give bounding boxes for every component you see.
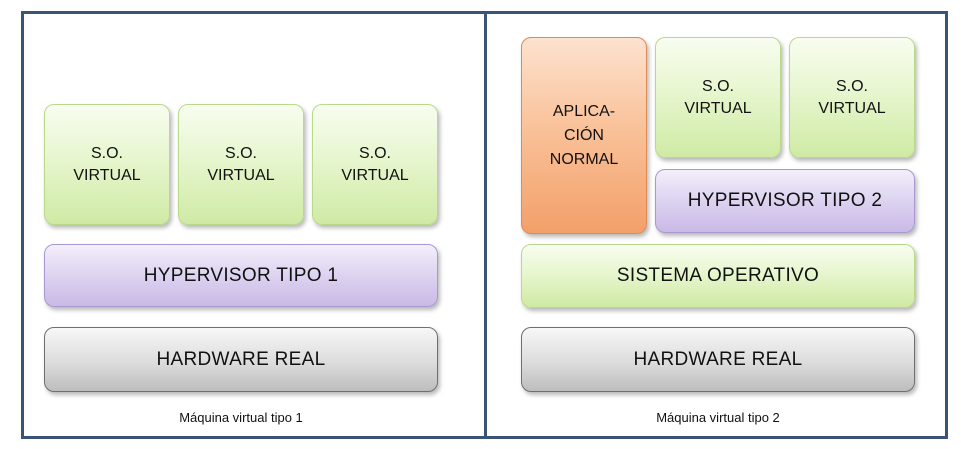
virtual-os-label: S.O. VIRTUAL (73, 144, 141, 184)
left-caption: Máquina virtual tipo 1 (179, 410, 303, 425)
panel-divider (484, 11, 487, 439)
right-virtual-os-box-1: S.O. VIRTUAL (655, 37, 781, 158)
application-label: APLICA- CIÓN NORMAL (549, 102, 619, 168)
hardware-label: HARDWARE REAL (633, 348, 803, 370)
normal-application-box: APLICA- CIÓN NORMAL (521, 37, 647, 234)
hardware-label: HARDWARE REAL (156, 348, 326, 370)
left-hypervisor-box: HYPERVISOR TIPO 1 (44, 244, 438, 307)
hypervisor-label: HYPERVISOR TIPO 1 (143, 264, 339, 286)
right-hardware-box: HARDWARE REAL (521, 327, 915, 392)
left-virtual-os-box-3: S.O. VIRTUAL (312, 104, 438, 225)
right-caption: Máquina virtual tipo 2 (656, 410, 780, 425)
host-operating-system-box: SISTEMA OPERATIVO (521, 244, 915, 308)
virtual-os-label: S.O. VIRTUAL (684, 77, 752, 117)
right-virtual-os-box-2: S.O. VIRTUAL (789, 37, 915, 158)
right-hypervisor-box: HYPERVISOR TIPO 2 (655, 169, 915, 233)
virtual-os-label: S.O. VIRTUAL (207, 144, 275, 184)
left-virtual-os-box-2: S.O. VIRTUAL (178, 104, 304, 225)
virtual-os-label: S.O. VIRTUAL (818, 77, 886, 117)
left-virtual-os-box-1: S.O. VIRTUAL (44, 104, 170, 225)
operating-system-label: SISTEMA OPERATIVO (616, 265, 820, 286)
virtual-os-label: S.O. VIRTUAL (341, 144, 409, 184)
hypervisor-label: HYPERVISOR TIPO 2 (687, 190, 883, 211)
left-hardware-box: HARDWARE REAL (44, 327, 438, 392)
